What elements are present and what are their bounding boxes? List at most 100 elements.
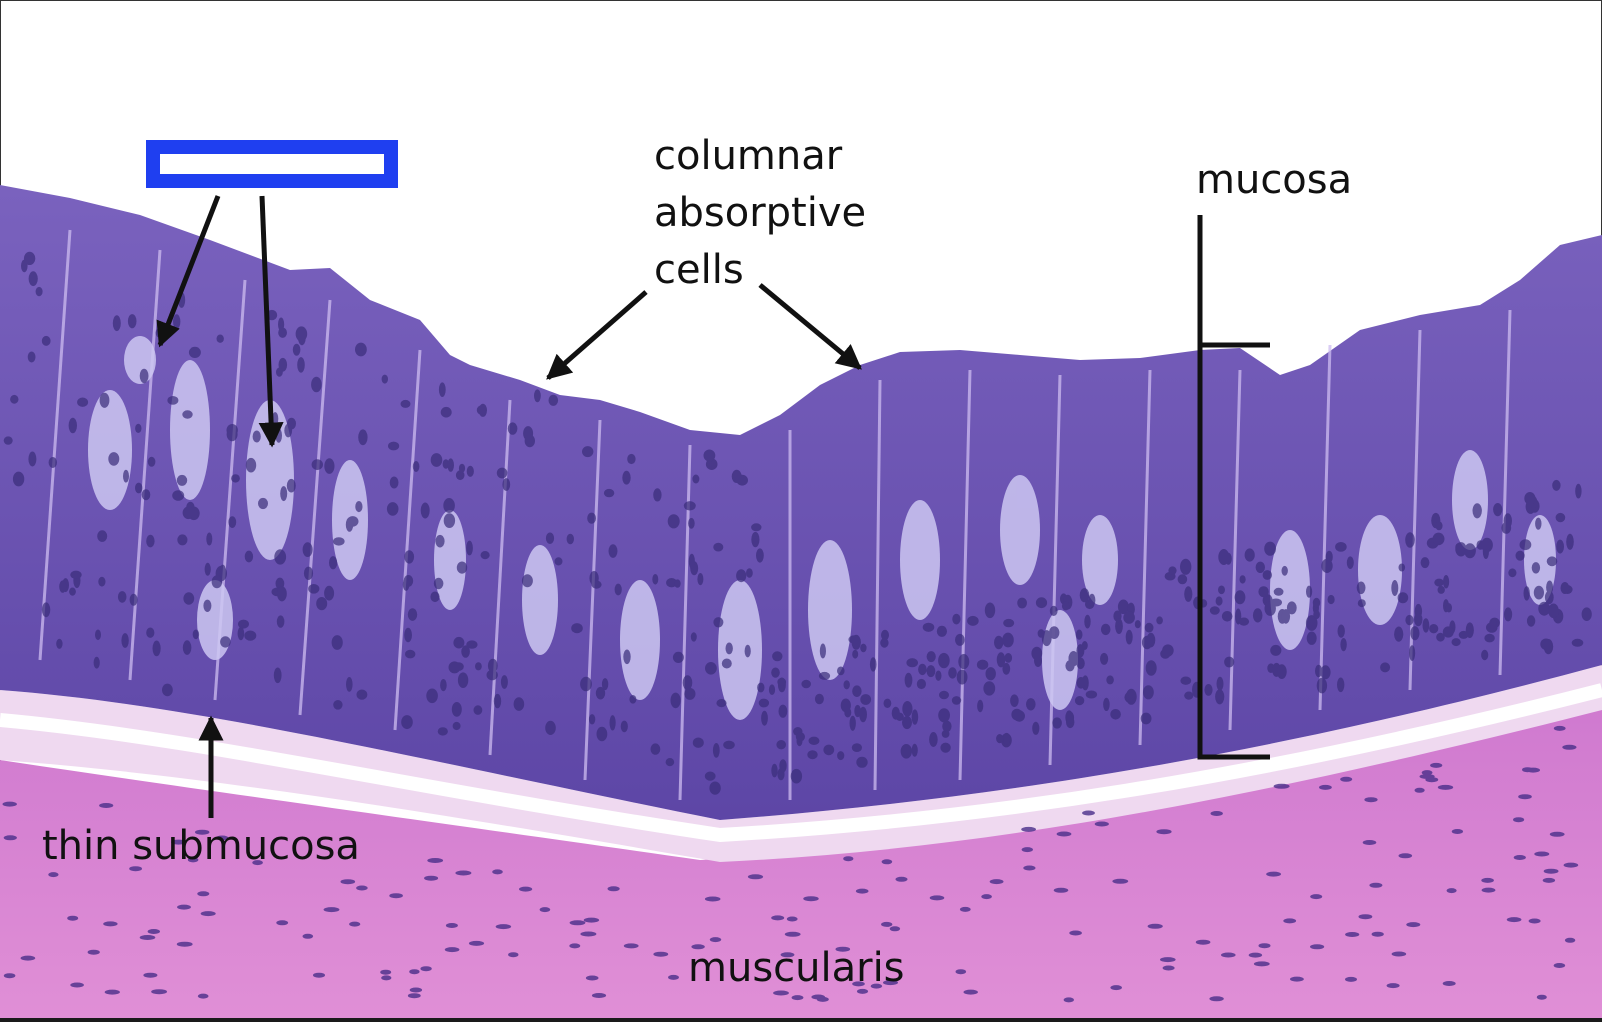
nucleus [1023,865,1036,871]
nucleus [1340,776,1353,782]
nucleus [1398,853,1413,859]
nucleus [653,951,669,957]
nucleus [674,579,681,588]
nucleus [27,351,36,363]
annotations [156,195,1270,818]
nucleus [228,516,237,528]
nucleus [1371,931,1384,937]
nucleus [59,580,67,593]
nucleus [900,744,912,759]
nucleus [420,966,432,972]
nucleus [580,931,597,937]
nucleus [480,551,490,560]
nucleus [670,692,681,709]
label-answer-box[interactable] [146,140,398,188]
nucleus [571,623,583,634]
nucleus [704,771,716,781]
nucleus [1443,575,1450,589]
nucleus [226,427,238,442]
nucleus [1506,917,1522,923]
nucleus [274,549,287,565]
nucleus [206,532,213,546]
nucleus [653,488,662,502]
nucleus [744,644,751,658]
nucleus [1209,606,1220,615]
nucleus [35,286,43,297]
nucleus [177,534,188,546]
nucleus [1003,618,1015,628]
nucleus [1430,762,1443,768]
nucleus [308,584,320,594]
nucleus [620,720,628,733]
nucleus [771,763,778,778]
nucleus [1140,712,1152,725]
nucleus [162,683,173,697]
nucleus [591,993,607,998]
nucleus [1088,593,1096,607]
nucleus [956,669,968,685]
nucleus [1357,599,1366,608]
nucleus [1209,996,1224,1002]
nucleus [1321,558,1333,574]
nucleus [424,875,439,881]
nucleus [1538,601,1551,616]
nucleus [777,677,787,687]
nucleus [495,924,512,930]
nucleus [902,715,912,730]
nucleus [1320,665,1331,680]
nucleus [1327,594,1335,605]
nucleus [1546,556,1558,567]
nucleus [889,926,901,932]
nucleus [1069,930,1082,936]
nucleus [596,726,608,742]
nucleus [1552,479,1561,491]
nucleus [1391,951,1407,957]
nucleus [492,869,503,875]
nucleus [333,537,345,546]
nucleus [182,410,193,419]
nucleus [548,394,559,406]
nucleus [1262,570,1273,580]
nucleus [1398,563,1406,572]
nucleus [1010,694,1019,707]
nucleus [401,715,413,730]
nucleus [405,649,416,659]
nucleus [176,474,188,486]
nucleus [751,523,762,532]
nucleus [1143,685,1154,700]
nucleus [220,636,231,648]
nucleus [983,681,996,696]
nucleus [1513,817,1525,823]
nucleus [203,599,212,612]
nucleus [389,476,399,489]
nucleus [316,597,328,611]
nucleus [761,710,768,726]
nucleus [1021,826,1036,832]
nucleus [3,436,13,445]
nucleus [407,608,418,621]
nucleus [1556,539,1564,554]
nucleus [1310,894,1323,900]
nucleus [440,406,452,418]
nucleus [849,715,856,731]
arrow-columnar-right [758,283,862,370]
nucleus [837,666,845,676]
nucleus [1581,607,1592,621]
nucleus [355,501,363,513]
nucleus [595,686,606,700]
nucleus [1252,608,1263,623]
nucleus [152,640,161,657]
nucleus [211,575,223,589]
nucleus [837,751,845,761]
nucleus [1216,676,1224,691]
nucleus [345,517,354,532]
nucleus [1145,660,1157,676]
nucleus [1513,855,1526,860]
nucleus [1063,997,1075,1003]
nucleus [197,891,210,897]
nucleus [129,593,138,606]
nucleus [1049,626,1060,639]
nucleus [404,550,415,564]
nucleus [716,699,727,708]
nucleus [1074,696,1085,706]
